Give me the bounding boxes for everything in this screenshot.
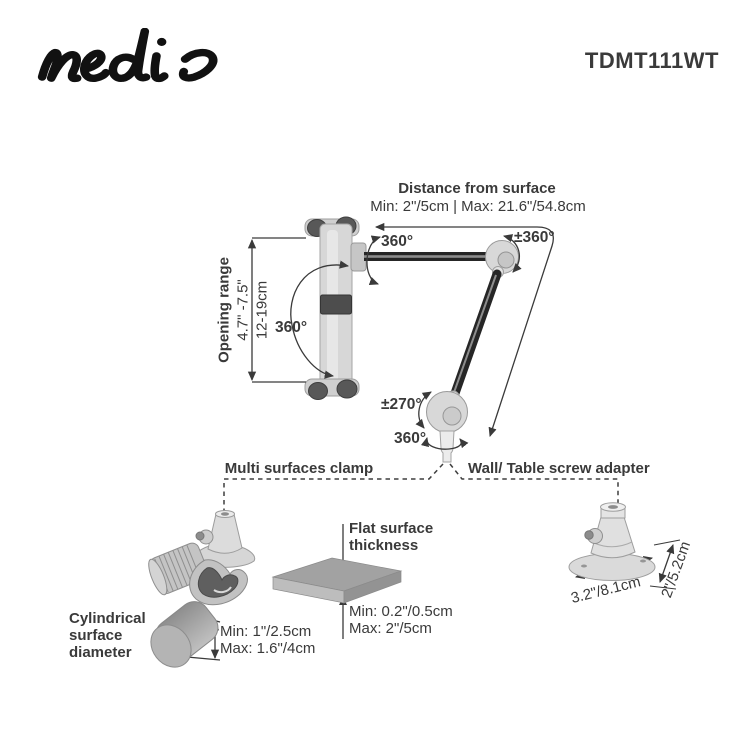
cylindrical-min: Min: 1"/2.5cm [220,623,312,640]
opening-range-cm: 12-19cm [253,280,271,340]
flat-surface-min: Min: 0.2"/0.5cm [349,603,453,620]
cylindrical-max: Max: 1.6"/4cm [220,640,316,657]
distance-title: Distance from surface [398,180,556,197]
adapter-depth-line [658,544,675,583]
clamp-connector [223,463,444,511]
adapter-connector [449,463,619,508]
holder-rotation-arrow [290,260,350,379]
opening-range-title: Opening range [215,257,233,363]
tablet-holder-illustration [304,216,367,400]
opening-range-inches: 4.7" -7.5" [234,279,252,341]
adapter-illustration [568,502,656,581]
nedis-logo-script [37,28,218,83]
flat-surface-max: Max: 2"/5cm [349,620,432,637]
nedis-logo [33,28,228,86]
cylindrical-surface-title: Cylindrical surface diameter [69,610,146,661]
clamp-illustration [148,510,256,606]
holder-rotation-label: 360° [275,319,308,336]
flat-slab-illustration [271,557,403,604]
connector-dashes [223,463,619,511]
elbow-rotation-arrow [502,234,522,273]
adapter-label: Wall/ Table screw adapter [468,460,650,477]
arm-joint-angle-label: 360° [381,233,414,250]
arm-illustration [364,240,519,463]
cylinder-illustration [150,601,219,668]
distance-line [374,222,554,437]
flat-surface-title: Flat surface thickness [349,520,434,554]
clamp-label: Multi surfaces clamp [224,460,374,477]
model-number: TDMT111WT [584,48,719,73]
base-swivel-arrow [420,436,469,450]
base-tilt-label: ±270° [381,396,422,413]
distance-values: Min: 2"/5cm | Max: 21.6"/54.8cm [370,198,586,215]
base-swivel-label: 360° [394,430,427,447]
elbow-angle-label: ±360° [514,229,555,246]
